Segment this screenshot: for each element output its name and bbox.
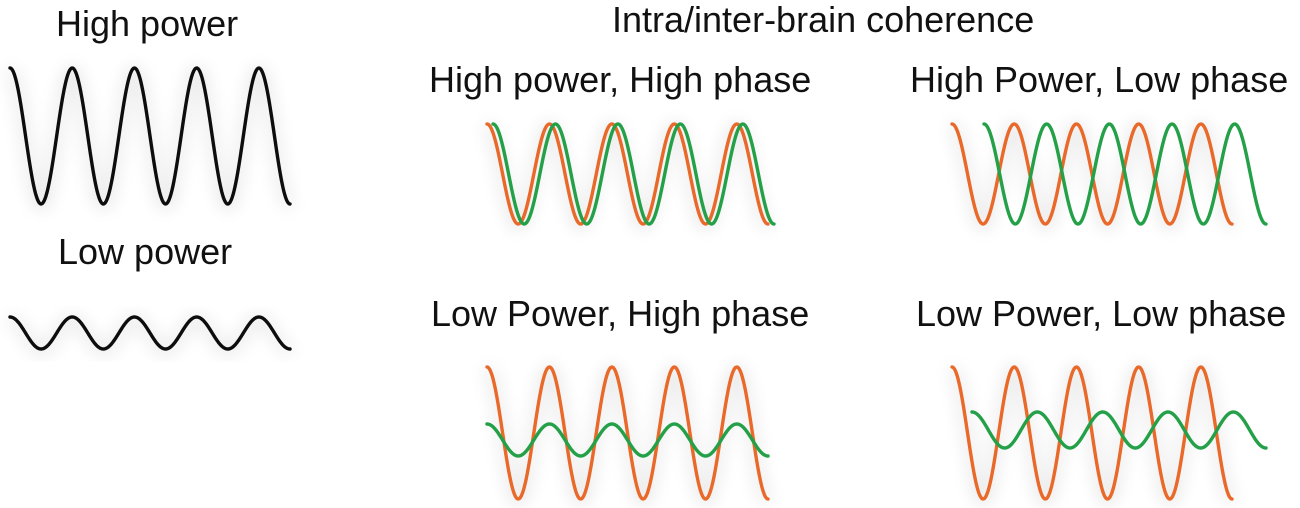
low-power-label: Low power xyxy=(58,231,233,272)
lplp-orange-wave xyxy=(950,365,1234,501)
hphp-green-wave xyxy=(491,122,776,226)
high-power-label: High power xyxy=(56,3,239,44)
high-power-wave xyxy=(8,66,292,206)
hphp-orange-wave xyxy=(485,122,770,226)
lphp-orange-wave xyxy=(485,365,770,501)
coherence-title: Intra/inter-brain coherence xyxy=(612,0,1035,40)
hplp-green-wave xyxy=(982,122,1268,226)
panel-label-low-power-high-phase: Low Power, High phase xyxy=(431,293,810,334)
lphp-green-wave xyxy=(485,422,770,458)
lplp-green-wave xyxy=(970,410,1268,450)
panel-label-high-power-low-phase: High Power, Low phase xyxy=(910,59,1289,100)
panel-label-low-power-low-phase: Low Power, Low phase xyxy=(916,293,1287,334)
low-power-wave xyxy=(8,315,292,351)
panel-label-high-power-high-phase: High power, High phase xyxy=(429,59,812,100)
